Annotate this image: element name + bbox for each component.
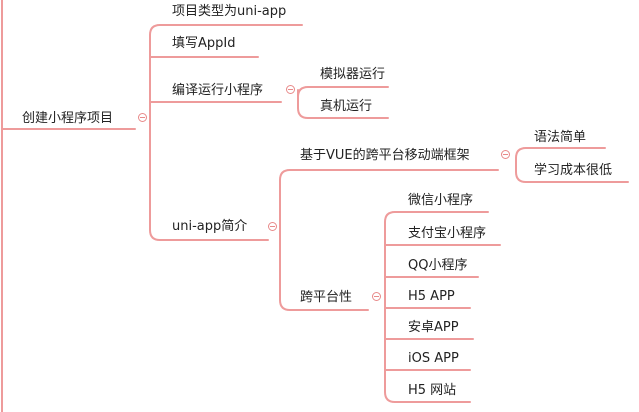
- platform-alipay[interactable]: 支付宝小程序: [408, 226, 487, 241]
- compile-child-device[interactable]: 真机运行: [320, 99, 373, 114]
- platform-ios[interactable]: iOS APP: [408, 351, 459, 366]
- root-spine-lower: [149, 116, 269, 241]
- root-spine: [149, 24, 303, 118]
- framework-child-2: [515, 159, 629, 183]
- branch-project-type[interactable]: 项目类型为uni-app: [172, 4, 287, 19]
- intro-spine-up: [279, 169, 499, 229]
- compile-spine: [297, 86, 389, 98]
- root-node[interactable]: 创建小程序项目: [22, 111, 114, 126]
- platform-wechat[interactable]: 微信小程序: [408, 193, 474, 208]
- collapse-icon[interactable]: [501, 150, 510, 159]
- compile-child-2: [297, 96, 389, 119]
- collapse-icon[interactable]: [268, 222, 277, 231]
- framework-spine: [515, 147, 606, 161]
- collapse-icon[interactable]: [372, 292, 381, 301]
- branch-fill-appid[interactable]: 填写AppId: [172, 36, 236, 51]
- platform-android[interactable]: 安卓APP: [408, 320, 459, 335]
- branch-intro[interactable]: uni-app简介: [172, 219, 248, 234]
- intro-framework[interactable]: 基于VUE的跨平台移动端框架: [300, 148, 470, 163]
- framework-child-syntax[interactable]: 语法简单: [534, 130, 587, 145]
- intro-cross-platform[interactable]: 跨平台性: [300, 290, 353, 305]
- platform-h5-app[interactable]: H5 APP: [408, 289, 455, 304]
- intro-spine-down: [279, 227, 369, 311]
- platform-h5-site[interactable]: H5 网站: [408, 383, 457, 398]
- platform-spine: [384, 211, 489, 299]
- branch-compile[interactable]: 编译运行小程序: [172, 83, 264, 98]
- platform-spine-down: [384, 297, 471, 403]
- collapse-icon[interactable]: [286, 85, 295, 94]
- collapse-icon[interactable]: [138, 113, 147, 122]
- platform-qq[interactable]: QQ小程序: [408, 258, 468, 273]
- compile-child-simulator[interactable]: 模拟器运行: [320, 67, 386, 82]
- framework-child-cost[interactable]: 学习成本很低: [534, 163, 613, 178]
